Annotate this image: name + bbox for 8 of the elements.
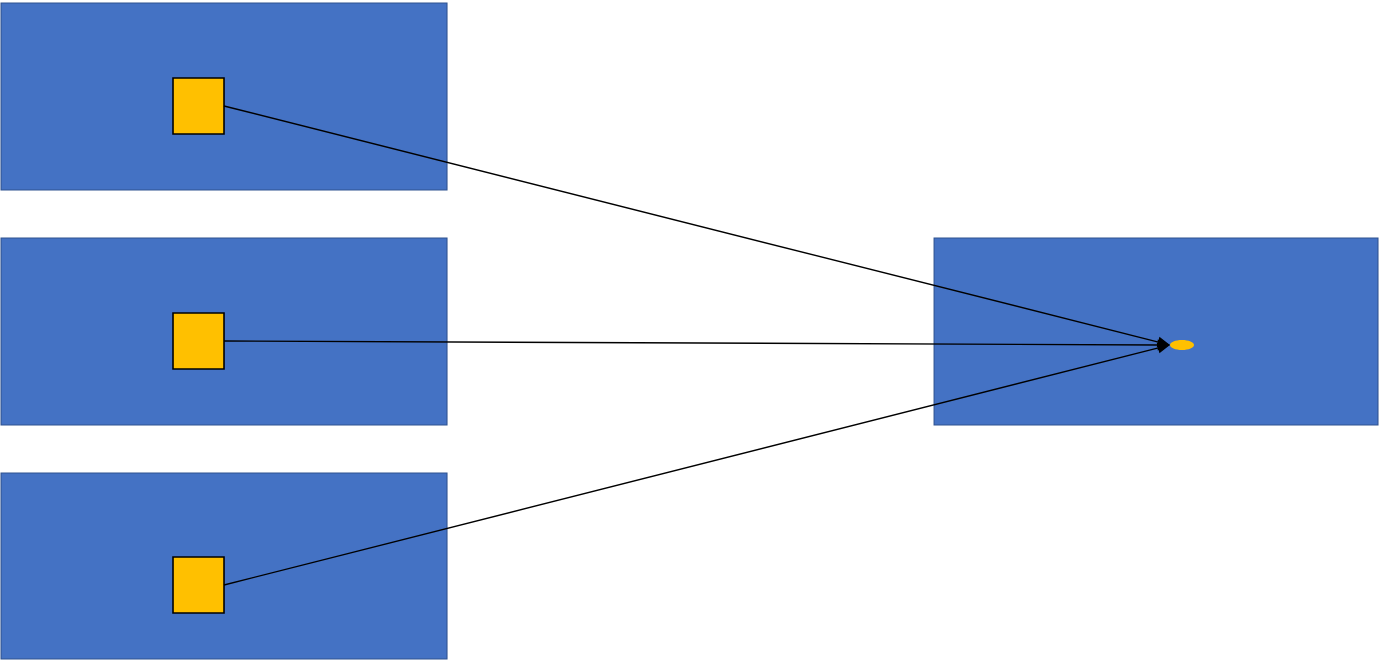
panel-box [0, 2, 448, 191]
square-box [172, 77, 225, 135]
panel-box [933, 237, 1379, 426]
panel-box [0, 472, 448, 660]
dot [1170, 340, 1194, 350]
square-box [172, 556, 225, 614]
square-box [172, 312, 225, 370]
panel-box [0, 237, 448, 426]
